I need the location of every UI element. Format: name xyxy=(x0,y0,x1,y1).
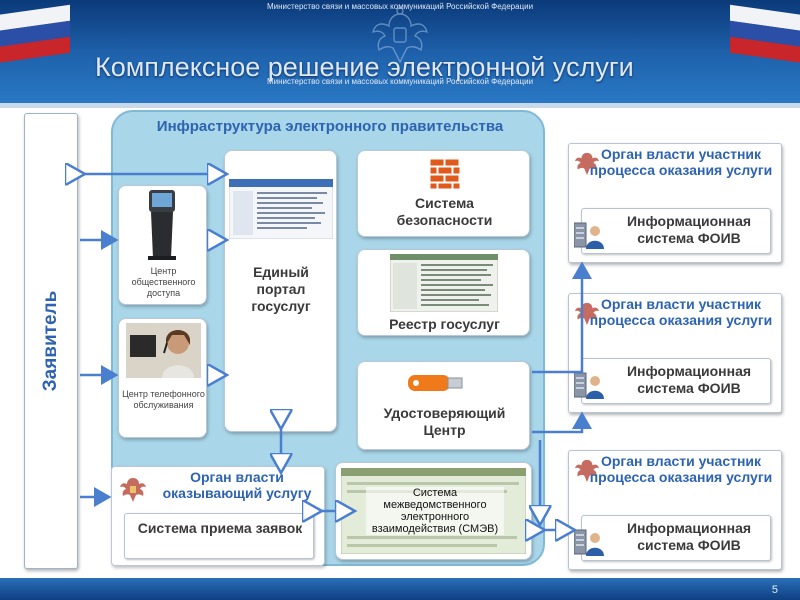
slide-title: Комплексное решение электронной услуги xyxy=(95,52,634,82)
server-user-icon xyxy=(574,222,604,249)
certification-center: Удостоверяющий Центр xyxy=(357,361,530,450)
ministry-name-mid: Министерство связи и массовых коммуникац… xyxy=(266,77,534,86)
call-center-label: Центр телефонного обслуживания xyxy=(122,389,205,410)
fois-system-label: Информационная система ФОИВ xyxy=(626,520,752,553)
participant-authority-1: Орган власти участник процесса оказания … xyxy=(568,143,782,263)
security-label: Система безопасности xyxy=(396,195,493,228)
infrastructure-title: Инфраструктура электронного правительств… xyxy=(156,118,504,135)
fois-system-box: Информационная система ФОИВ xyxy=(574,358,771,404)
service-provider-authority: Орган власти оказывающий услугу Система … xyxy=(111,466,325,566)
firewall-icon xyxy=(430,159,460,189)
fois-system-box: Информационная система ФОИВ xyxy=(574,208,771,254)
state-emblem-icon xyxy=(120,478,146,502)
state-emblem-icon xyxy=(575,152,599,175)
registry-label: Реестр госуслуг xyxy=(389,316,500,332)
arrow-smev-participant-1 xyxy=(532,261,592,374)
usb-token-icon xyxy=(408,375,463,391)
kiosk-icon xyxy=(148,190,176,260)
public-access-label: Центр общественного доступа xyxy=(131,266,196,298)
public-access-center: Центр общественного доступа xyxy=(118,185,207,305)
applicant-box: Заявитель xyxy=(24,113,78,569)
ministry-name-top: Министерство связи и массовых коммуникац… xyxy=(266,2,534,11)
application-system-label: Система приема заявок xyxy=(137,520,303,536)
portal-screenshot xyxy=(229,179,333,239)
fois-system-label: Информационная система ФОИВ xyxy=(626,363,752,396)
registry-screenshot xyxy=(390,254,498,312)
fois-system-box: Информационная система ФОИВ xyxy=(574,515,771,561)
participant-title: Орган власти участник процесса оказания … xyxy=(589,146,773,178)
server-user-icon xyxy=(574,372,604,399)
footer-bar xyxy=(0,578,800,600)
participant-authority-3: Орган власти участник процесса оказания … xyxy=(568,450,782,570)
call-center: Центр телефонного обслуживания xyxy=(118,318,207,438)
participant-title: Орган власти участник процесса оказания … xyxy=(589,296,773,328)
page-number: 5 xyxy=(771,584,778,596)
certification-label: Удостоверяющий Центр xyxy=(383,405,506,438)
header-divider xyxy=(0,103,800,108)
participant-title: Орган власти участник процесса оказания … xyxy=(589,453,773,485)
service-registry: Реестр госуслуг xyxy=(357,249,530,336)
service-provider-title: Орган власти оказывающий услугу xyxy=(162,469,312,501)
fois-system-label: Информационная система ФОИВ xyxy=(626,213,752,246)
smev-system: Система межведомственного электронного в… xyxy=(335,462,532,560)
slide-header: Министерство связи и массовых коммуникац… xyxy=(0,0,800,103)
smev-label: Система межведомственного электронного в… xyxy=(366,487,504,535)
call-center-photo xyxy=(126,323,201,378)
security-system: Система безопасности xyxy=(357,150,530,237)
portal-label: Единый портал госуслуг xyxy=(251,264,311,314)
participant-authority-2: Орган власти участник процесса оказания … xyxy=(568,293,782,413)
arrow-smev-participant-2 xyxy=(532,411,592,434)
state-emblem-icon xyxy=(372,7,428,64)
state-emblem-icon xyxy=(575,459,599,482)
unified-portal: Единый портал госуслуг xyxy=(224,150,337,432)
application-system-box: Система приема заявок xyxy=(124,513,314,559)
